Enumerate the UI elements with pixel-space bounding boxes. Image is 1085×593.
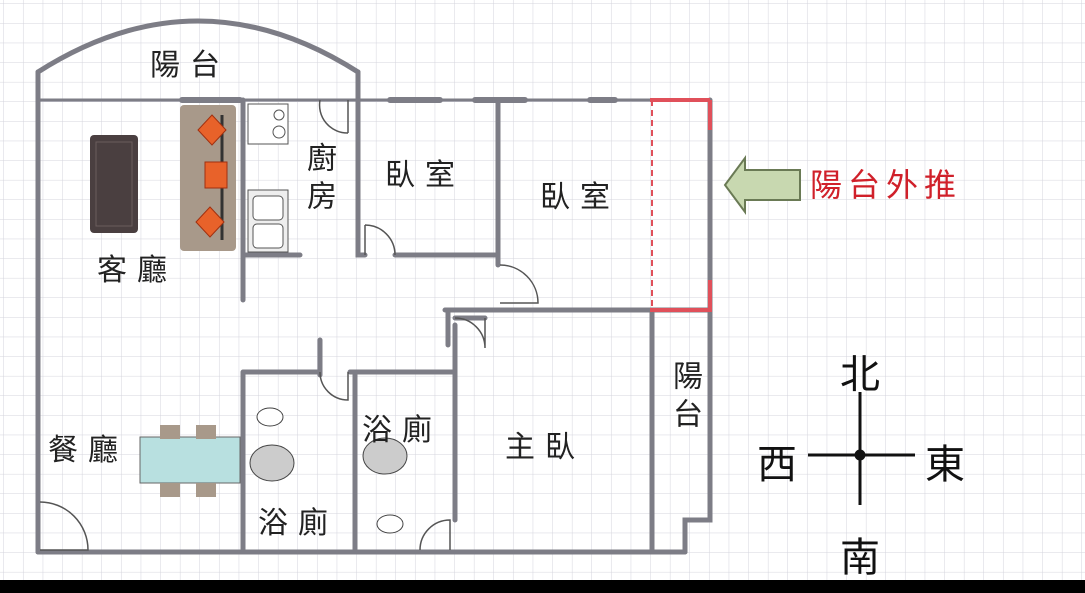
compass-east: 東 — [925, 442, 965, 488]
label-balcony-right: 陽台 — [667, 360, 702, 436]
dining-table — [139, 436, 241, 484]
annotation-balcony-extension: 陽台外推 — [810, 166, 963, 204]
compass-west: 西 — [757, 442, 797, 488]
bedroom1-walls — [355, 97, 501, 258]
walls — [35, 18, 713, 555]
kitchen-walls — [240, 97, 303, 303]
basin — [362, 437, 408, 475]
compass-north: 北 — [840, 352, 880, 398]
compass-south: 南 — [840, 535, 880, 581]
balcony-arc-wall — [35, 18, 361, 75]
doors — [39, 99, 539, 551]
label-bedroom1: 臥室 — [385, 158, 465, 193]
label-kitchen: 廚房 — [301, 142, 336, 218]
label-dining-room: 餐廳 — [48, 433, 128, 468]
label-bedroom2: 臥室 — [540, 180, 620, 215]
basin — [249, 444, 295, 482]
toilet — [256, 407, 284, 427]
furniture — [90, 103, 408, 534]
label-balcony-top: 陽台 — [150, 48, 230, 83]
label-bathroom2: 浴廁 — [362, 413, 442, 448]
balcony-extension — [650, 98, 712, 312]
label-bathroom1: 浴廁 — [258, 506, 338, 541]
toilet — [376, 514, 404, 534]
arrow-icon — [723, 154, 801, 216]
tv-cabinet — [90, 135, 138, 233]
stove — [247, 103, 289, 145]
label-master-bedroom: 主臥 — [505, 430, 585, 465]
label-living-room: 客廳 — [97, 253, 177, 288]
compass — [808, 392, 915, 505]
